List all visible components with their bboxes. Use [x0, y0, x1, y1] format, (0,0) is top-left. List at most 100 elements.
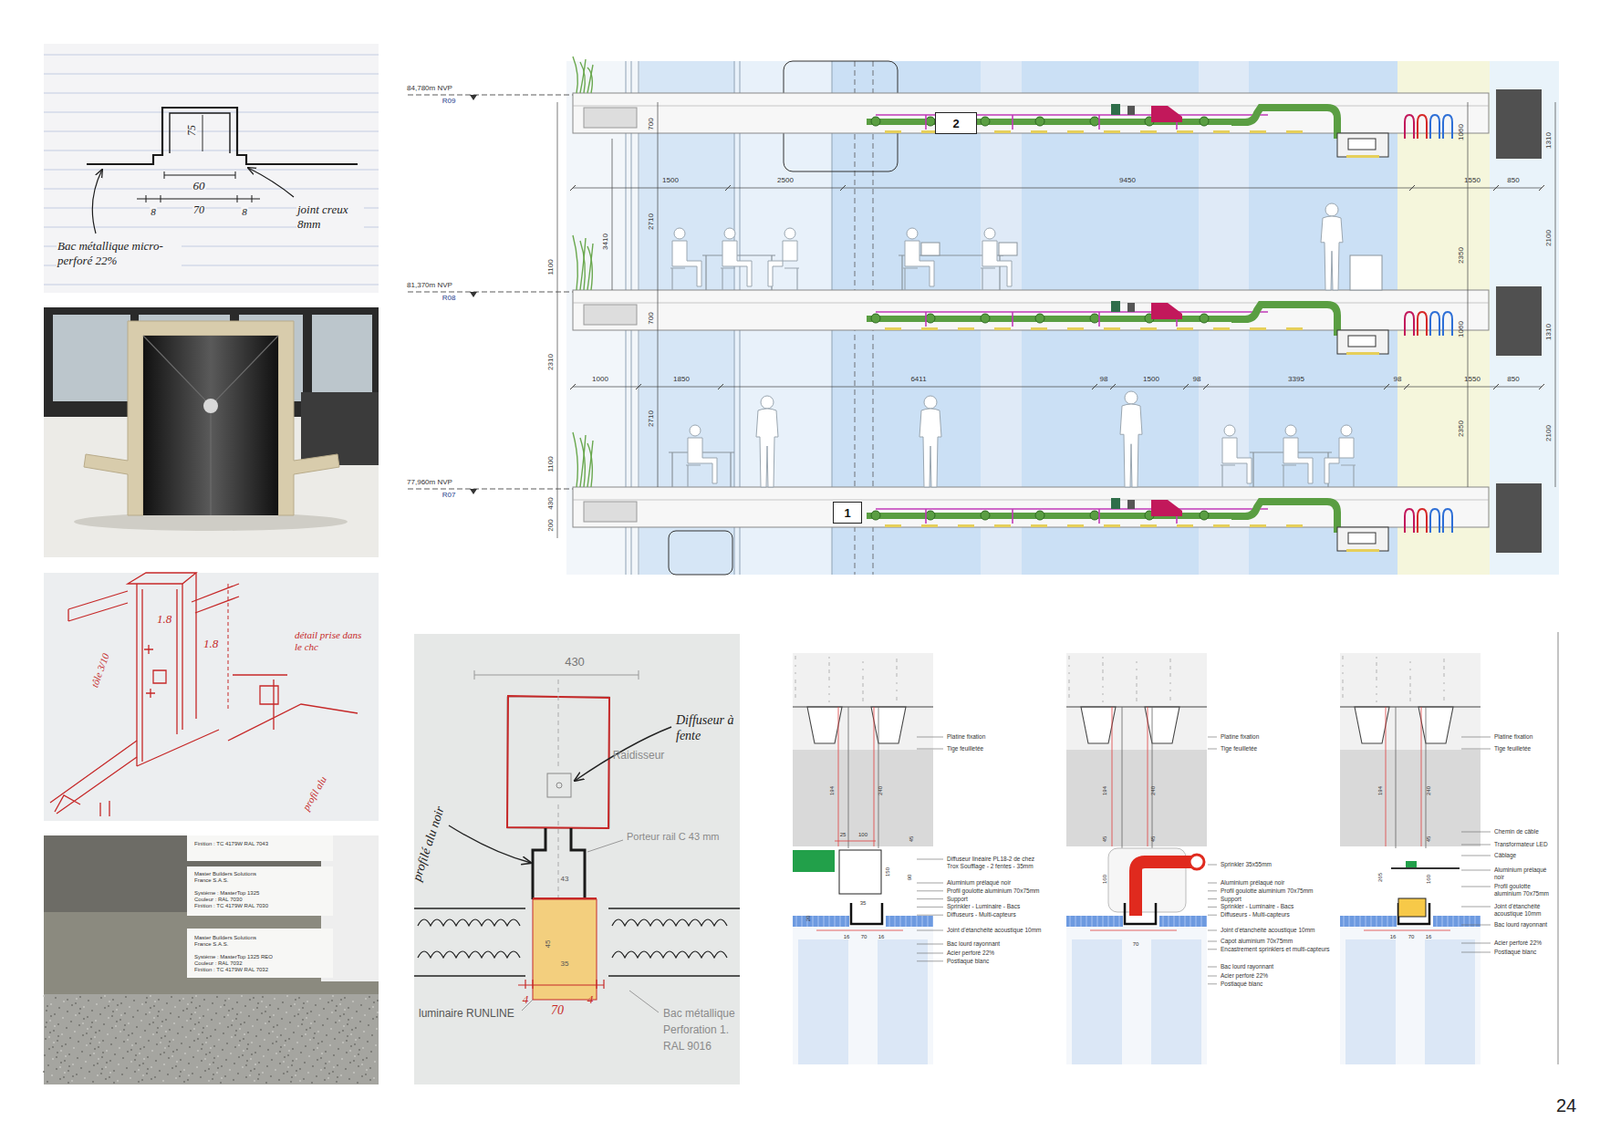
callout-text: Support	[1219, 895, 1339, 904]
plant	[572, 235, 578, 291]
carpet-fleck	[216, 996, 219, 998]
carpet-fleck	[195, 995, 198, 998]
concrete-grain	[1443, 665, 1445, 668]
carpet-fleck	[263, 1038, 266, 1041]
duct-outlet	[1035, 116, 1045, 126]
handwritten-note: Bac métallique micro-perforé 22%	[56, 238, 182, 268]
carpet-fleck	[253, 1068, 256, 1071]
monitor	[921, 242, 940, 256]
concrete-grain	[794, 688, 797, 691]
carpet-fleck	[116, 1004, 119, 1007]
leader-line	[1207, 930, 1217, 932]
concrete-grain	[1068, 686, 1071, 689]
carpet-fleck	[131, 1044, 134, 1047]
carpet-fleck	[143, 1058, 146, 1060]
concrete-grain	[895, 665, 898, 668]
concrete-grain	[1068, 681, 1071, 684]
level-line	[407, 94, 573, 96]
carpet-fleck	[86, 1016, 89, 1019]
concrete-grain	[1068, 679, 1071, 682]
carpet-fleck	[54, 997, 57, 999]
concrete-grain	[862, 697, 864, 700]
level-name: R07	[441, 491, 458, 499]
carpet-fleck	[130, 1060, 133, 1063]
carpet-fleck	[184, 1052, 187, 1055]
person-silhouette	[1324, 437, 1354, 484]
sample-photo	[42, 835, 379, 1085]
callout-text: Tige feuilletée	[1493, 745, 1556, 753]
leader-line	[1461, 855, 1491, 857]
carpet-fleck	[340, 998, 343, 1001]
carpet-fleck	[332, 1070, 334, 1073]
carpet-fleck	[55, 1056, 58, 1059]
carpet-fleck	[87, 999, 90, 1002]
carpet-fleck	[249, 998, 251, 1001]
leader-line	[1461, 831, 1491, 833]
concrete-grain	[794, 681, 797, 684]
carpet-fleck	[114, 1037, 117, 1039]
photo-background	[43, 43, 379, 293]
carpet-fleck	[78, 1012, 81, 1015]
duct-outlet	[871, 510, 881, 520]
carpet-fleck	[322, 1024, 324, 1027]
carpet-fleck	[80, 1067, 83, 1070]
person-head	[984, 228, 996, 239]
part-label: Bac métallique	[662, 1007, 737, 1020]
carpet-fleck	[325, 1034, 328, 1037]
ceiling-light	[1286, 327, 1303, 331]
carpet-fleck	[374, 1060, 376, 1063]
ceiling-light	[884, 524, 902, 528]
ceiling-light	[994, 524, 1011, 528]
concrete-grain	[828, 685, 831, 688]
concrete-grain	[1409, 668, 1412, 671]
sketch-line	[191, 583, 239, 613]
dimension: 265	[1377, 872, 1383, 884]
ruled-line	[43, 284, 379, 286]
concrete-grain	[1068, 672, 1071, 675]
carpet-fleck	[83, 1018, 85, 1020]
carpet-fleck	[197, 1033, 200, 1036]
carpet-fleck	[312, 1049, 315, 1051]
chair	[685, 465, 701, 488]
plant	[587, 246, 593, 291]
carpet-fleck	[105, 1061, 108, 1064]
duct-outlet	[1090, 116, 1100, 126]
aluminium-profile	[83, 321, 340, 516]
carpet-fleck	[167, 1045, 170, 1048]
carpet-fleck	[109, 1059, 112, 1062]
carpet-fleck	[303, 1061, 306, 1064]
concrete-grain	[1135, 697, 1138, 700]
carpet-fleck	[261, 996, 264, 998]
carpet-fleck	[53, 1013, 56, 1016]
carpet-fleck	[301, 1018, 304, 1021]
leader-line	[1207, 883, 1217, 884]
equipment-box	[1111, 301, 1121, 312]
carpet-fleck	[223, 1016, 226, 1019]
carpet-fleck	[253, 1080, 256, 1082]
carpet-fleck	[285, 1011, 288, 1014]
concrete-grain	[828, 676, 831, 679]
ceiling-light	[884, 327, 902, 331]
profile-fold	[143, 335, 279, 516]
carpet-fleck	[272, 1026, 275, 1029]
callout-box: 1	[832, 501, 863, 524]
carpet-fleck	[299, 1080, 302, 1082]
ceiling-light	[1346, 352, 1380, 355]
person-head	[906, 228, 918, 239]
leader-line	[1207, 966, 1217, 968]
carpet-fleck	[254, 1063, 257, 1066]
carpet-fleck	[110, 1043, 113, 1046]
carpet-fleck	[335, 1005, 338, 1008]
callout-text: Tige feuilletée	[1219, 745, 1339, 753]
carpet-fleck	[236, 1013, 239, 1016]
carpet-fleck	[287, 1054, 290, 1057]
equipment-box	[1127, 499, 1135, 510]
sketch-line	[136, 572, 197, 767]
equipment-box	[1111, 103, 1121, 115]
floor-slab	[572, 487, 1489, 528]
carpet-fleck	[115, 1020, 118, 1023]
dimension: 1500	[661, 176, 680, 185]
dimension-tick	[1403, 384, 1410, 390]
carpet-fleck	[270, 1075, 272, 1078]
sketch-line	[228, 675, 358, 741]
